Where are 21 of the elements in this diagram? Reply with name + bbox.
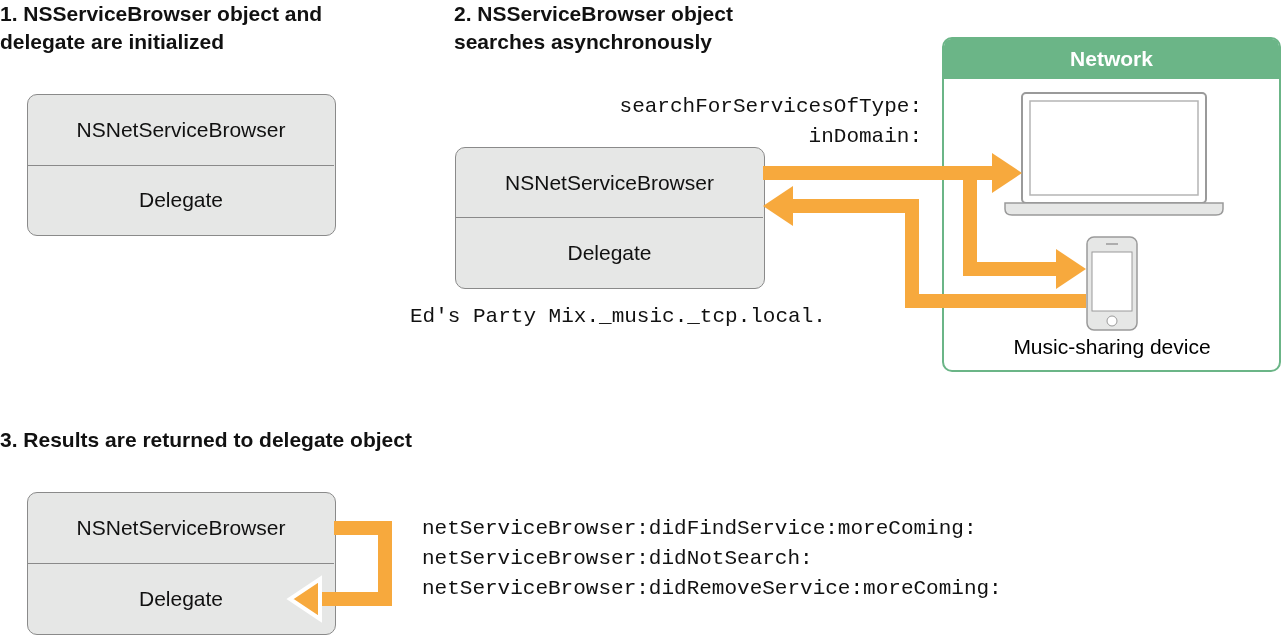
method-name: netServiceBrowser:didNotSearch: <box>422 546 813 572</box>
device-caption: Music-sharing device <box>1012 335 1212 359</box>
delegate-cell: Delegate <box>456 218 763 287</box>
step-heading: 2. NSServiceBrowser object searches asynchronously <box>454 1 734 55</box>
network-panel <box>942 37 1281 372</box>
delegate-cell: Delegate <box>28 166 334 234</box>
step-heading: 1. NSServiceBrowser object and delegate are initialized <box>0 1 324 55</box>
class-box <box>27 492 336 635</box>
class-box <box>27 94 336 236</box>
class-name-cell: NSNetServiceBrowser <box>28 493 334 564</box>
class-name-cell: NSNetServiceBrowser <box>456 148 763 218</box>
class-box <box>455 147 765 289</box>
arrow <box>763 186 1086 308</box>
delegate-cell: Delegate <box>28 564 334 633</box>
step-heading: 3. Results are returned to delegate object <box>0 427 413 453</box>
panel-header: Network <box>944 39 1279 79</box>
class-name-cell: NSNetServiceBrowser <box>28 95 334 166</box>
edge-label: Ed's Party Mix._music._tcp.local. <box>410 304 827 330</box>
method-name: netServiceBrowser:didRemoveService:moreComing: <box>422 576 1002 602</box>
edge-label: searchForServicesOfType: inDomain: <box>618 94 922 150</box>
method-name: netServiceBrowser:didFindService:moreComing: <box>422 516 977 542</box>
